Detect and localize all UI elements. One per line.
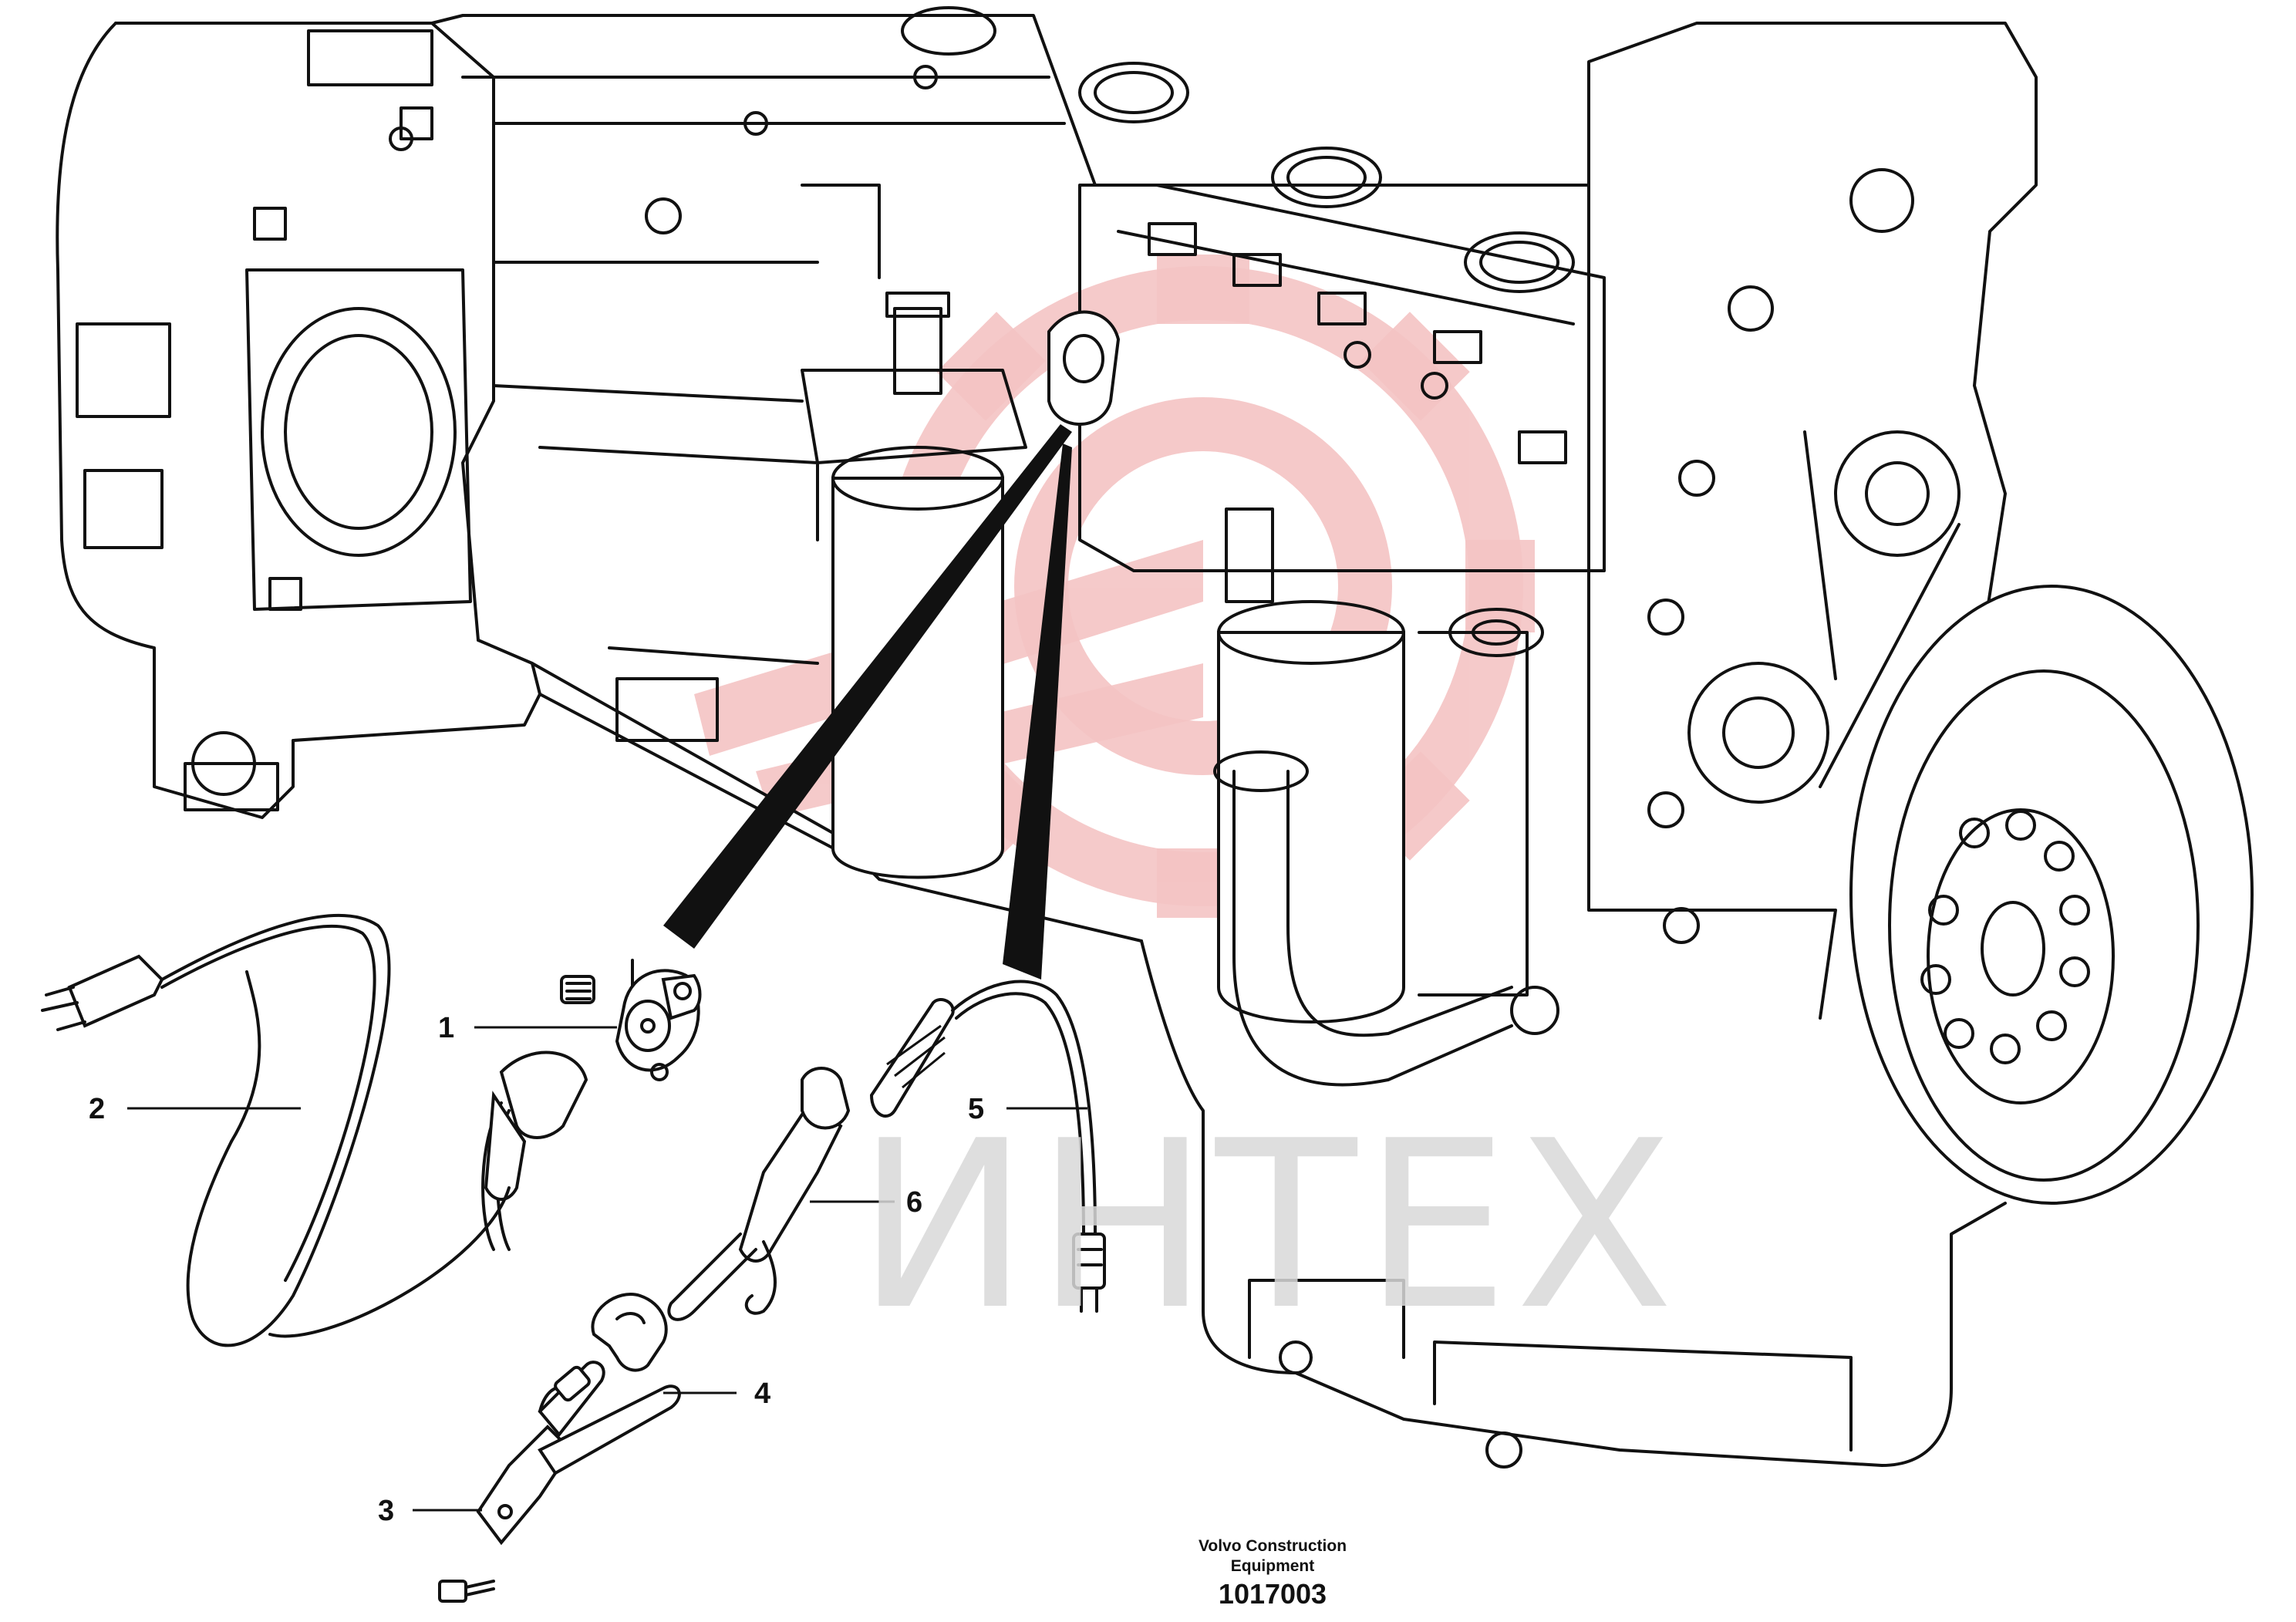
caption-line-1: Volvo Construction — [1198, 1537, 1347, 1555]
callout-4: 4 — [754, 1378, 771, 1410]
drawing-number: 1017003 — [1218, 1578, 1327, 1610]
part-2-power-cable — [41, 913, 588, 1347]
callout-5: 5 — [968, 1093, 985, 1125]
watermark-text: ИНТЕХ — [856, 1091, 1681, 1361]
part-6-cable-sleeve — [667, 1067, 851, 1321]
callout-6: 6 — [906, 1186, 923, 1219]
part-3-bracket — [438, 1361, 681, 1603]
part-5-sensor-cable — [869, 980, 1106, 1313]
caption-line-2: Equipment — [1230, 1557, 1315, 1575]
part-4-clip — [591, 1293, 668, 1372]
engine-front — [1587, 22, 2038, 944]
flywheel-housing — [56, 22, 541, 819]
callout-3: 3 — [378, 1495, 395, 1527]
oil-filter-right — [1217, 508, 1544, 1023]
part-1-heater-element — [560, 959, 702, 1081]
callout-2: 2 — [89, 1093, 106, 1125]
crankshaft-pulley — [1849, 585, 2254, 1205]
oil-pan — [1140, 939, 2007, 1469]
callout-leaders — [127, 1026, 1087, 1512]
callout-1: 1 — [438, 1012, 455, 1044]
manufacturer-caption: Volvo Construction Equipment — [1180, 1536, 1365, 1576]
engine-block — [430, 6, 1837, 1020]
oil-filter-left — [801, 292, 1027, 879]
location-pointer — [663, 310, 1121, 980]
